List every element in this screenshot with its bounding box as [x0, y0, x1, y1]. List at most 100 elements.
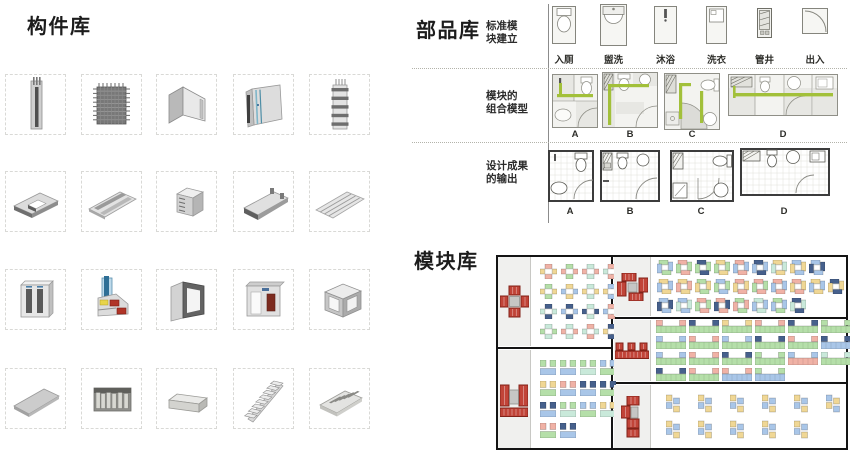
linear-cluster — [722, 336, 752, 349]
pinwheel-cluster — [790, 279, 806, 294]
linear-cluster — [755, 368, 785, 381]
combo-plan-C-drawing — [664, 73, 720, 130]
combo-plan-A-drawing — [552, 74, 598, 128]
cross-cluster — [540, 304, 557, 319]
pinwheel-module-panel-row-2 — [657, 279, 844, 294]
cross-module-panel-clusters — [532, 257, 620, 346]
fixture-label-toilet: 入厕 — [554, 55, 574, 66]
linear-cluster — [689, 336, 719, 349]
u-cluster — [600, 381, 616, 396]
shaft-icon — [757, 8, 772, 38]
fixture-washer — [706, 6, 727, 49]
u-cluster — [560, 423, 576, 438]
output-plan-A — [548, 150, 594, 207]
module-library-title: 模块库 — [414, 251, 479, 273]
u-cluster — [540, 402, 556, 417]
linear-cluster — [788, 352, 818, 365]
parts-header-divider — [548, 4, 549, 223]
cross-cluster — [561, 304, 578, 319]
zigzag-cluster — [698, 420, 712, 439]
u-module-icon — [500, 384, 528, 417]
entry-icon — [802, 8, 828, 34]
pinwheel-cluster — [676, 279, 692, 294]
linear-cluster — [689, 320, 719, 333]
pinwheel-cluster — [771, 298, 787, 313]
fixture-entry — [802, 8, 828, 39]
pinwheel-cluster — [695, 279, 711, 294]
parts-row-separator-2 — [412, 142, 847, 143]
zigzag-cluster — [826, 394, 840, 413]
pinwheel-cluster — [828, 279, 844, 294]
module-table-hline-left — [496, 347, 612, 349]
linear-cluster — [788, 320, 818, 333]
cross-cluster — [561, 264, 578, 279]
linear-cluster — [821, 352, 850, 365]
cross-cluster — [582, 324, 599, 339]
fixture-label-entry: 出入 — [805, 55, 825, 66]
u-module-panel-clusters — [532, 350, 616, 448]
fixture-toilet — [552, 6, 576, 49]
washer-icon — [706, 6, 727, 44]
zigzag-cluster — [762, 420, 776, 439]
output-plan-D — [740, 148, 830, 201]
pinwheel-cluster — [695, 260, 711, 275]
combo-plan-C — [664, 73, 720, 135]
pinwheel-cluster — [695, 298, 711, 313]
pinwheel-cluster — [752, 279, 768, 294]
cross-module-panel-thumbnail — [498, 257, 531, 346]
pinwheel-cluster — [752, 298, 768, 313]
zigzag-cluster — [794, 420, 808, 439]
pinwheel-cluster — [733, 260, 749, 275]
zigzag-module-panel-row-1 — [666, 394, 840, 413]
pinwheel-cluster — [771, 279, 787, 294]
zigzag-cluster — [762, 394, 776, 413]
linear-cluster — [656, 320, 686, 333]
linear-cluster — [755, 336, 785, 349]
u-module-panel-row-1 — [540, 360, 616, 375]
pinwheel-module-panel-row-3 — [657, 298, 806, 313]
linear-module-panel-clusters — [652, 320, 850, 381]
pinwheel-cluster — [809, 260, 825, 275]
u-cluster — [540, 360, 556, 375]
zigzag-cluster — [666, 420, 680, 439]
u-cluster — [560, 402, 576, 417]
zigzag-cluster — [730, 394, 744, 413]
cross-cluster — [540, 324, 557, 339]
linear-cluster — [755, 320, 785, 333]
linear-module-panel-row-2 — [656, 336, 850, 349]
basin-icon — [600, 4, 627, 46]
linear-cluster — [821, 320, 850, 333]
output-plan-C-drawing — [670, 150, 734, 202]
u-cluster — [540, 423, 556, 438]
fixture-label-shower: 沐浴 — [655, 55, 675, 66]
linear-module-panel-thumbnail — [614, 320, 651, 381]
linear-cluster — [755, 352, 785, 365]
pinwheel-module-panel-clusters — [652, 257, 846, 316]
combo-plan-label-D: D — [779, 129, 787, 140]
module-table-vline — [611, 255, 613, 450]
linear-cluster — [722, 352, 752, 365]
zigzag-module-panel-clusters — [652, 385, 846, 448]
pinwheel-cluster — [657, 298, 673, 313]
parts-row-label-1: 标准模 块建立 — [486, 20, 518, 45]
fixture-basin — [600, 4, 627, 51]
cross-module-panel-row-3 — [540, 304, 620, 319]
u-cluster — [600, 360, 616, 375]
pinwheel-module-icon — [616, 272, 648, 301]
fixture-shaft — [757, 8, 772, 43]
output-plan-D-drawing — [740, 148, 830, 196]
linear-cluster — [821, 336, 850, 349]
fixture-label-washer: 洗衣 — [706, 55, 726, 66]
u-cluster — [600, 402, 616, 417]
linear-cluster — [656, 368, 686, 381]
u-module-panel-thumbnail — [498, 350, 531, 448]
pinwheel-cluster — [790, 260, 806, 275]
output-plan-label-C: C — [697, 206, 705, 217]
toilet-icon — [552, 6, 576, 44]
u-cluster — [580, 360, 596, 375]
pinwheel-cluster — [714, 260, 730, 275]
combo-plan-label-C: C — [688, 129, 696, 140]
linear-cluster — [656, 336, 686, 349]
